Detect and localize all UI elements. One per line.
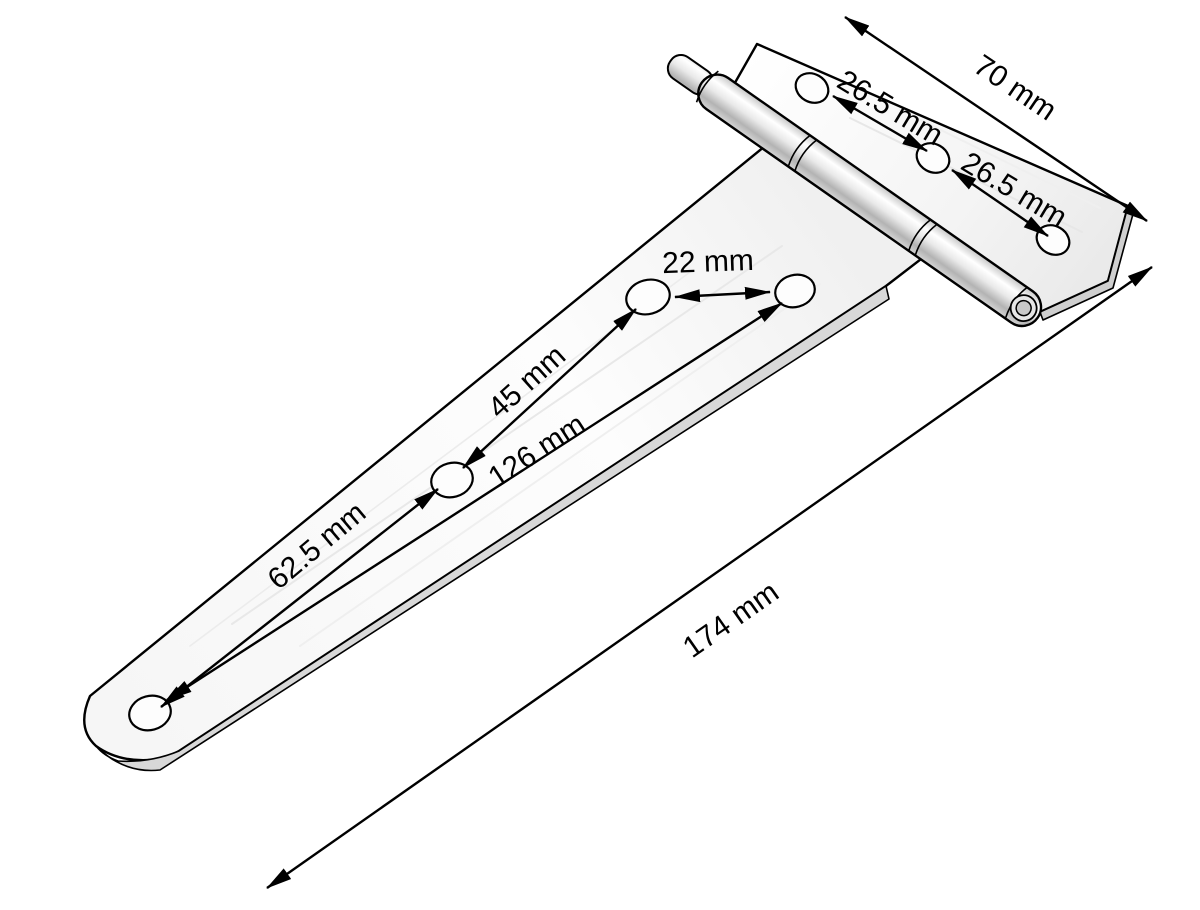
strap-edge-thickness [95,285,890,772]
knuckle-joint-line [787,134,811,167]
knuckle-joint-line [914,223,938,256]
dim-line-leaf-hole-spacing-a [832,94,928,153]
knuckle-joint-line [907,219,932,252]
dim-line-leaf-length [844,16,1148,222]
leaf-hole-1 [794,72,830,104]
dimension-lines [160,16,1153,889]
knuckle-joint-line [794,139,818,172]
dim-line-leaf-hole-spacing-b [951,169,1049,237]
barrel-cap-line [695,70,719,103]
dim-line-overall-length [266,266,1153,889]
dim-label-leaf-length: 70 mm [968,49,1062,128]
dim-label-strap-top-hole-spacing: 22 mm [662,244,755,280]
